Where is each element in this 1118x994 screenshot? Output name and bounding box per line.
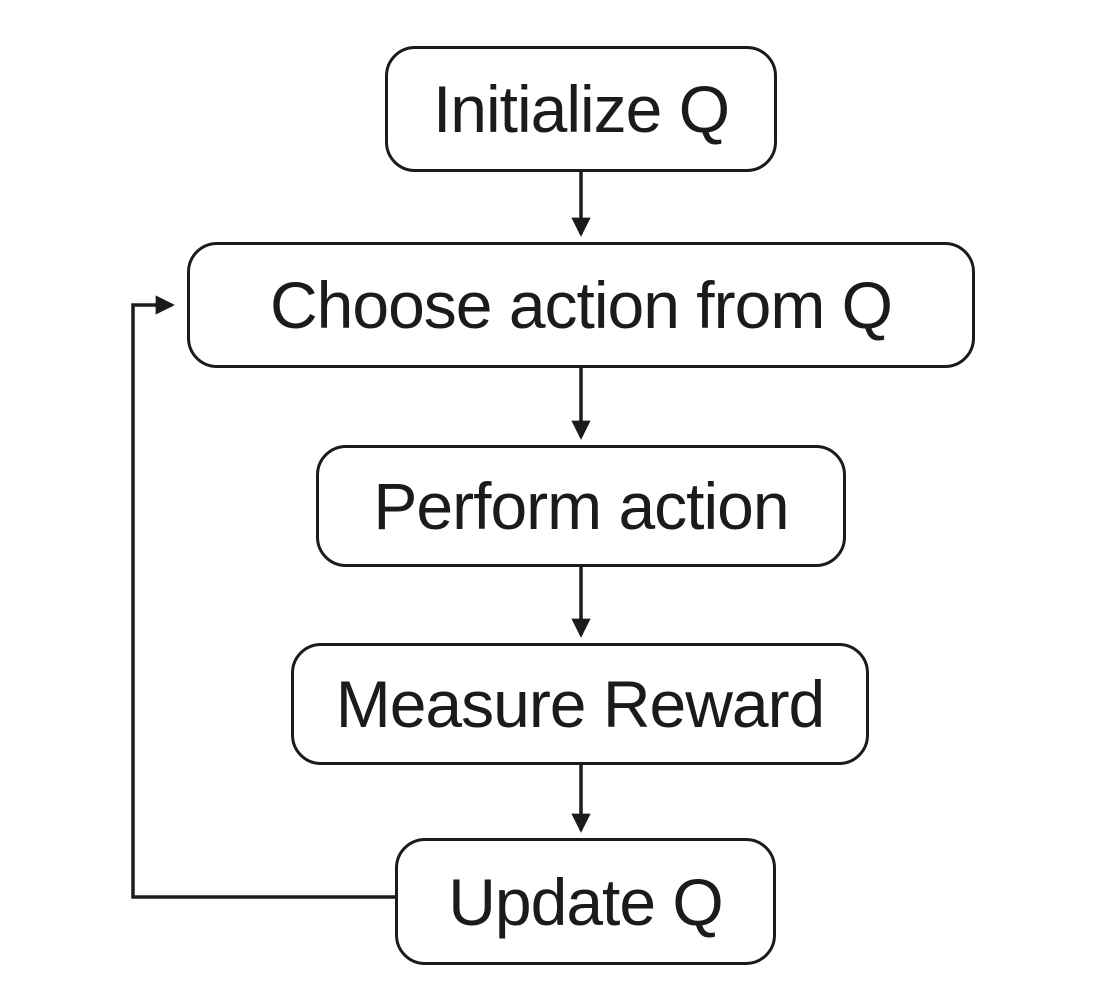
- edge-update-loop-back-to-choose: [131, 295, 395, 899]
- node-perform-action-label: Perform action: [373, 469, 789, 543]
- node-update-q: Update Q: [395, 838, 776, 965]
- node-initialize-q-label: Initialize Q: [432, 72, 730, 146]
- node-measure-reward-label: Measure Reward: [335, 667, 826, 741]
- node-measure-reward: Measure Reward: [291, 643, 869, 765]
- node-initialize-q: Initialize Q: [385, 46, 777, 172]
- node-choose-action-label: Choose action from Q: [270, 268, 893, 342]
- node-perform-action: Perform action: [316, 445, 846, 567]
- node-update-q-label: Update Q: [448, 864, 723, 939]
- node-choose-action: Choose action from Q: [187, 242, 975, 368]
